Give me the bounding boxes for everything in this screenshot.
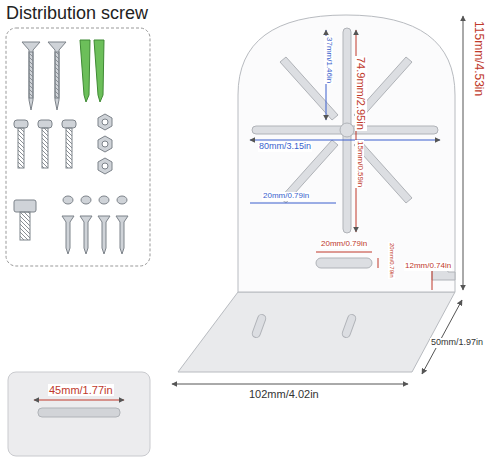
dimension-label: 80mm/3.15in [258, 142, 312, 152]
dimension-label: 20mm/0.79in [389, 242, 396, 279]
bracket-base-inset [8, 372, 150, 456]
hardware-set [14, 40, 128, 254]
panel-title: Distribution screw [6, 3, 148, 24]
dimension-label: 50mm/1.97in [430, 338, 484, 348]
dimension-label: 74.9mm/2.95in [355, 56, 367, 131]
dimension-label: 20mm/0.79in [262, 192, 310, 201]
blue-dimension-lines [250, 30, 440, 203]
dimension-label: 20mm/0.79in [320, 240, 368, 249]
dimension-label: 37mm/1.46in [324, 36, 333, 84]
dimension-label: 45mm/1.77in [48, 384, 114, 396]
hardware-panel [6, 28, 150, 266]
dimension-lines [172, 16, 463, 384]
dimension-label: 115mm/4.53in [472, 20, 485, 97]
mounting-bracket [178, 15, 455, 372]
dimension-label: 12mm/0.74in [404, 262, 452, 271]
dimension-label: 102mm/4.02in [248, 388, 320, 400]
dimension-label: 15mm/0.59in [355, 140, 364, 188]
red-dimension-lines [316, 30, 432, 290]
